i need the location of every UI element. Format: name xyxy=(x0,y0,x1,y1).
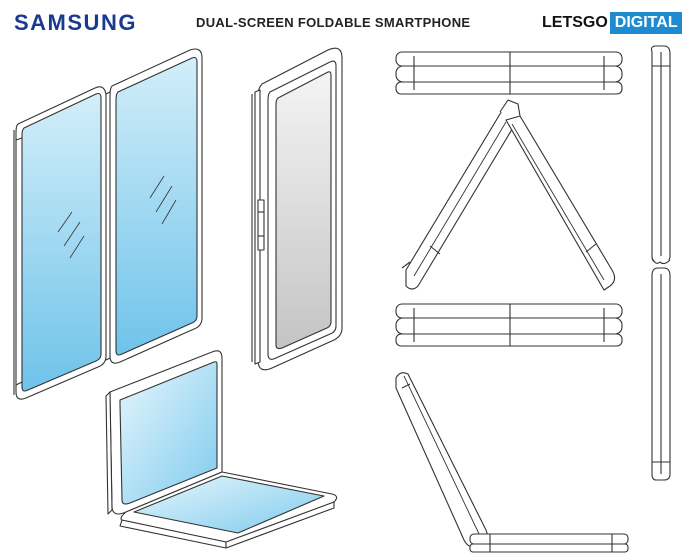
page-title: DUAL-SCREEN FOLDABLE SMARTPHONE xyxy=(196,15,471,30)
flat-open-side xyxy=(650,45,671,481)
logo-part-letsgo: LETSGO xyxy=(542,14,608,31)
open-dual-screen-front xyxy=(13,48,203,400)
logo-part-digital: DIGITAL xyxy=(609,12,682,34)
samsung-brand: SAMSUNG xyxy=(14,10,137,35)
folded-top-view-1 xyxy=(395,51,623,95)
letsgodigital-logo: LETSGO DIGITAL xyxy=(542,12,682,34)
folded-single-screen-angled xyxy=(251,47,343,371)
open-angled-side xyxy=(395,372,629,553)
folded-top-view-2 xyxy=(395,303,623,347)
tent-mode-side xyxy=(401,99,616,291)
laptop-mode-open xyxy=(105,350,338,549)
